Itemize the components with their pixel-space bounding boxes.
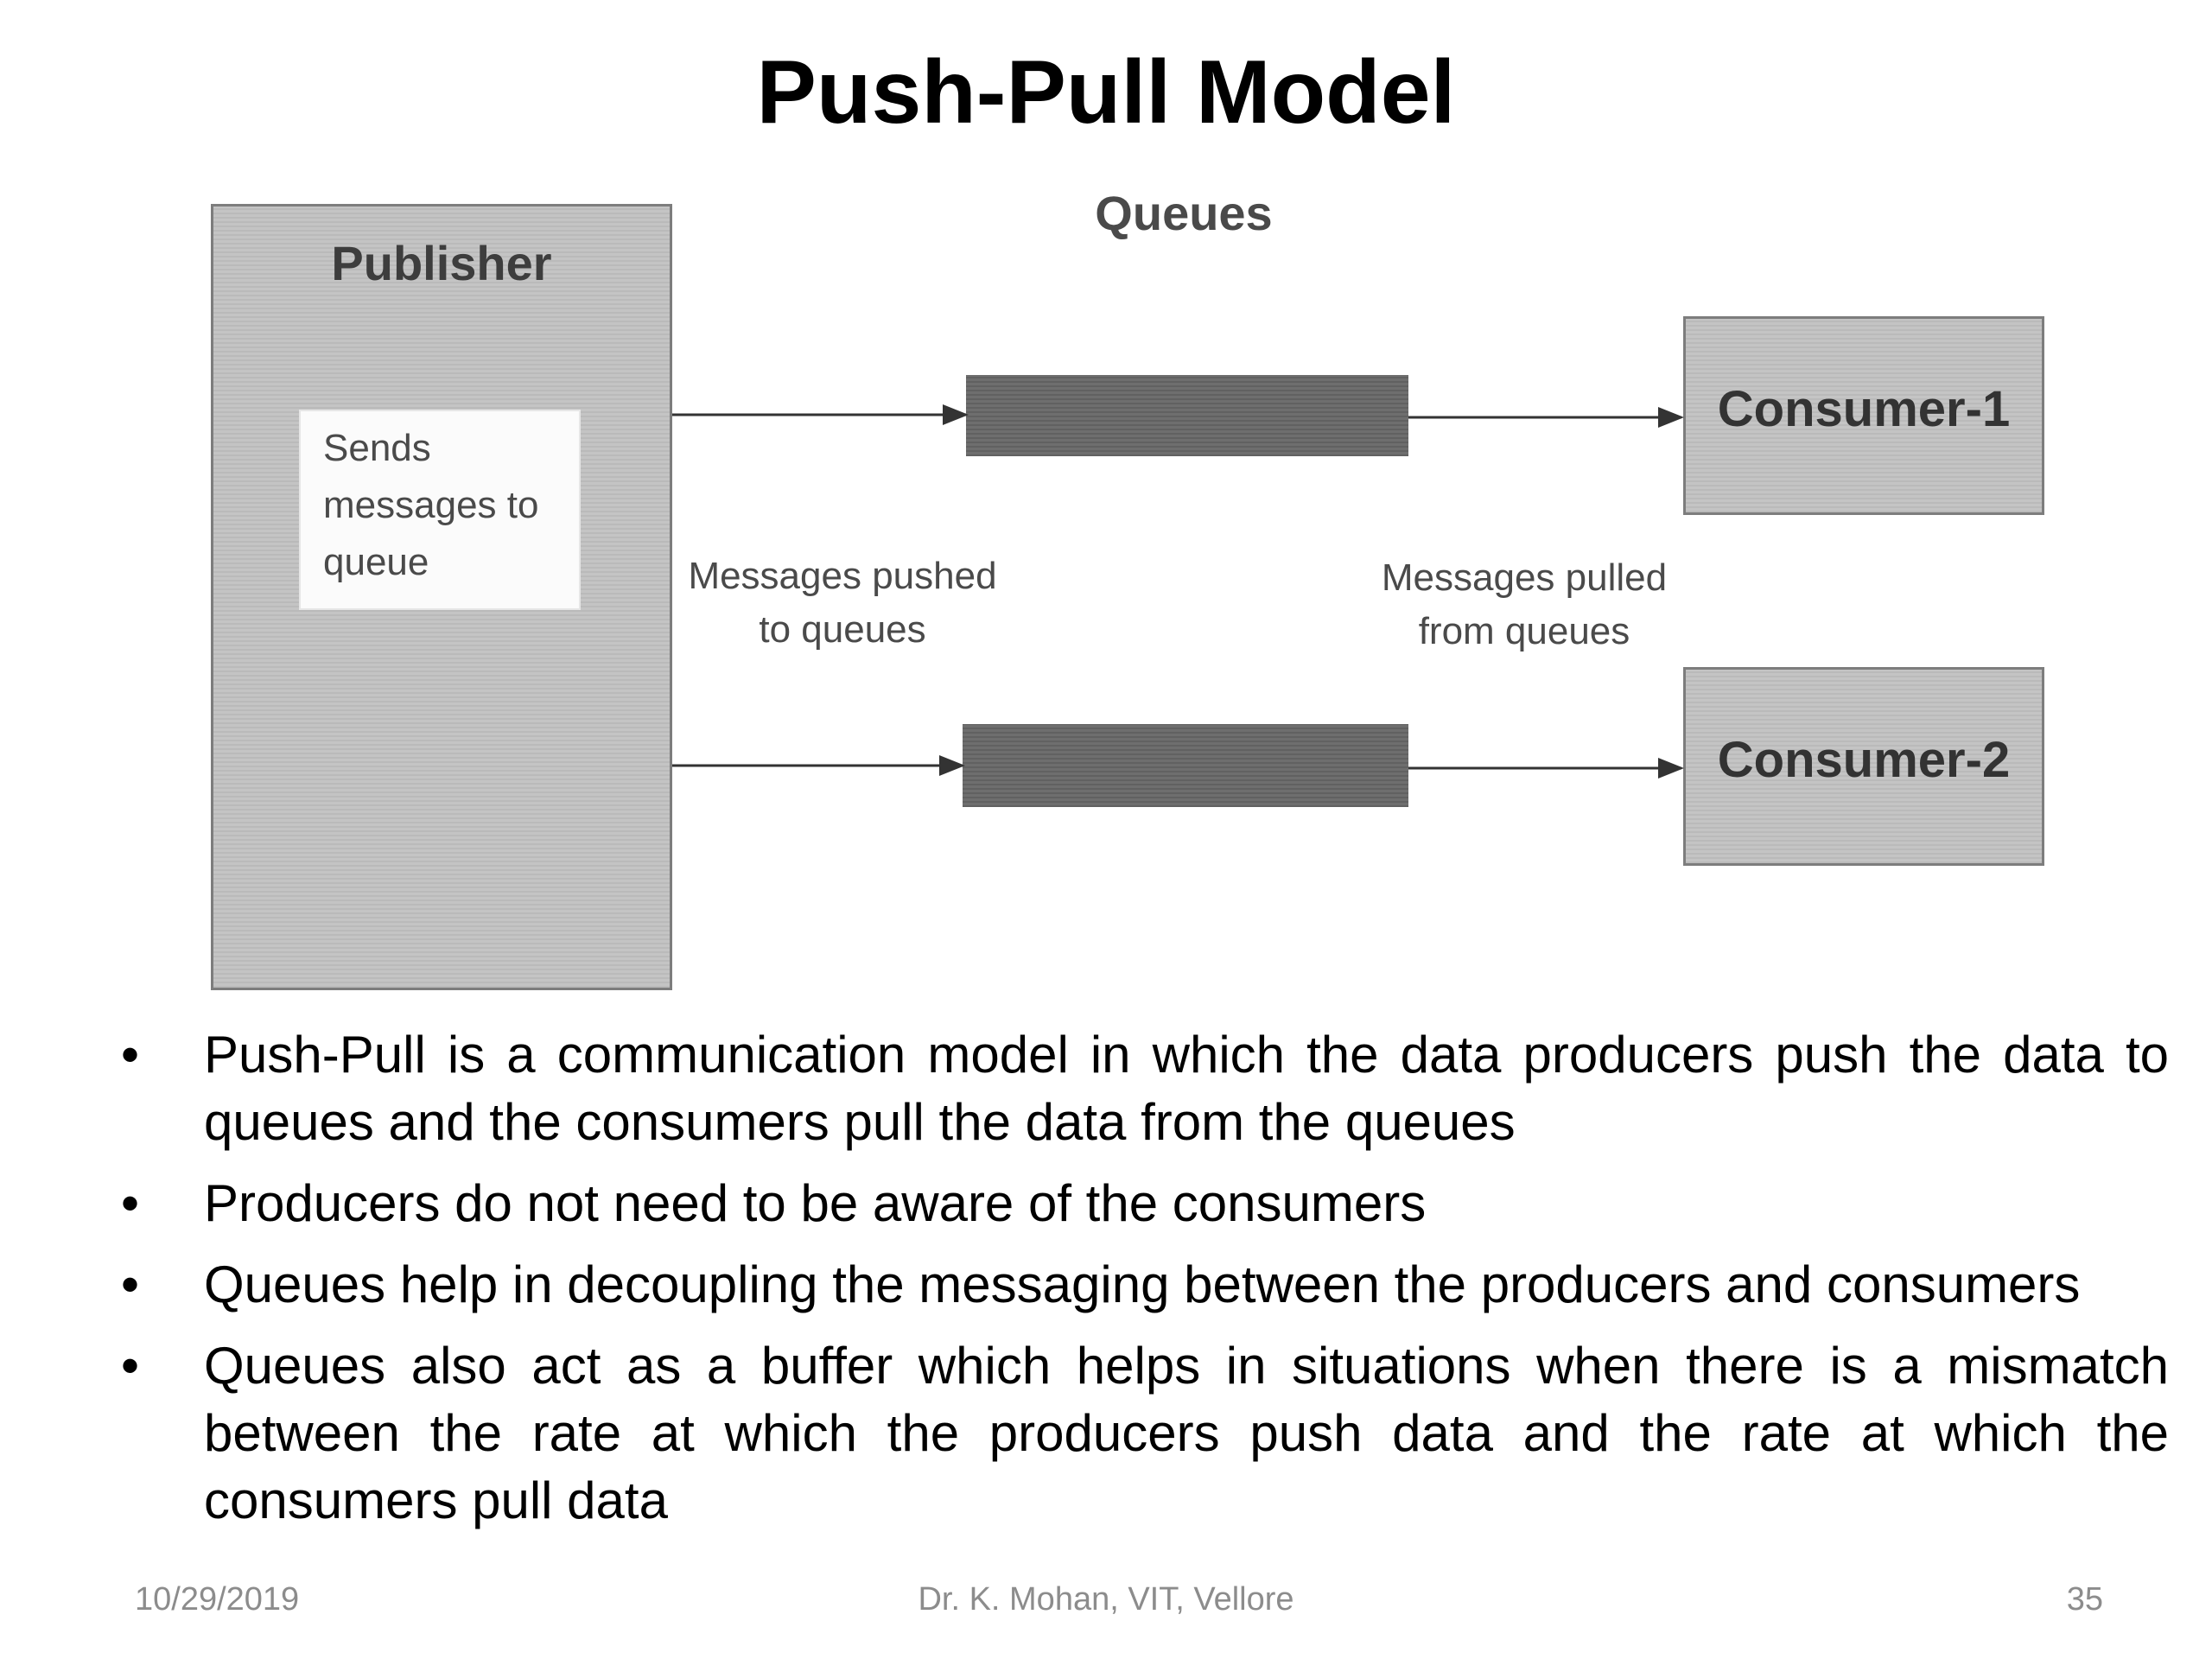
bullet-item: Push-Pull is a communication model in wh… <box>121 1021 2169 1156</box>
pull-caption: Messages pulled from queues <box>1351 551 1697 658</box>
pull-caption-line-1: Messages pulled <box>1381 556 1668 599</box>
bullet-list: Push-Pull is a communication model in wh… <box>121 1021 2169 1548</box>
footer-date: 10/29/2019 <box>135 1581 300 1618</box>
consumer-1-box <box>1683 316 2044 515</box>
publisher-note-line-2: messages to <box>323 484 539 526</box>
queues-label: Queues <box>1095 186 1273 240</box>
publisher-note-box <box>299 410 581 610</box>
pull-caption-line-2: from queues <box>1418 610 1630 652</box>
consumer-2-box <box>1683 667 2044 866</box>
push-caption-line-2: to queues <box>759 608 926 651</box>
footer-page-number: 35 <box>2066 1581 2103 1618</box>
push-pull-diagram: Publisher Sends messages to queue Queues… <box>211 186 2044 990</box>
queue-1 <box>966 375 1408 456</box>
consumer-2-label: Consumer-2 <box>1717 732 2011 788</box>
publisher-note-line-3: queue <box>323 541 429 583</box>
footer-author: Dr. K. Mohan, VIT, Vellore <box>918 1581 1294 1618</box>
push-caption-line-1: Messages pushed <box>688 555 997 597</box>
push-caption: Messages pushed to queues <box>665 550 1020 657</box>
publisher-note-line-1: Sends <box>323 427 431 469</box>
diagram-arrows <box>672 404 1684 779</box>
publisher-label: Publisher <box>331 236 552 290</box>
queue-2 <box>963 724 1408 807</box>
bullet-item: Queues help in decoupling the messaging … <box>121 1251 2169 1319</box>
consumer-1-label: Consumer-1 <box>1717 381 2011 437</box>
bullet-item: Producers do not need to be aware of the… <box>121 1170 2169 1237</box>
bullet-item: Queues also act as a buffer which helps … <box>121 1332 2169 1535</box>
slide-title: Push-Pull Model <box>756 42 1456 143</box>
